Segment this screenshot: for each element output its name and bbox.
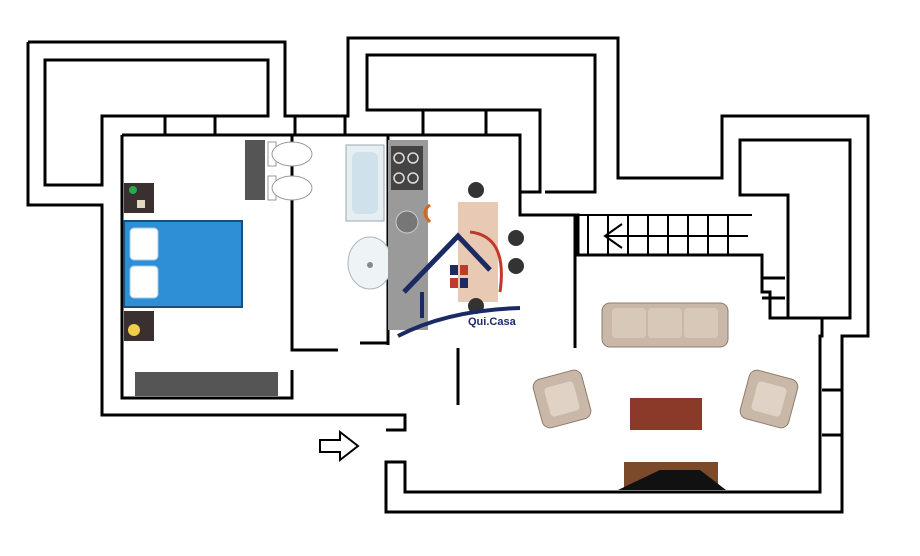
lamp-icon <box>128 324 140 336</box>
nightstand-top <box>124 183 154 213</box>
right-arrow-icon <box>319 429 360 463</box>
armchair-right <box>739 369 799 429</box>
armchair-left <box>532 369 592 429</box>
cabinet <box>245 140 265 200</box>
stove-icon <box>393 152 419 184</box>
toilet-icon <box>267 141 313 201</box>
tv-unit <box>618 462 726 490</box>
walls <box>26 36 870 514</box>
bed <box>123 220 243 308</box>
sofa <box>601 302 729 348</box>
nightstand-bottom <box>124 311 154 341</box>
plant-icon <box>129 186 137 194</box>
sink-icon <box>347 236 393 290</box>
bathtub-icon <box>345 144 385 222</box>
kitchen-sink-icon <box>395 210 419 234</box>
logo-text: Qui.Casa <box>468 316 516 328</box>
left-arrow-icon <box>603 223 748 249</box>
coffee-table <box>630 398 702 430</box>
qui-casa-logo <box>397 203 521 338</box>
dresser <box>135 372 278 396</box>
